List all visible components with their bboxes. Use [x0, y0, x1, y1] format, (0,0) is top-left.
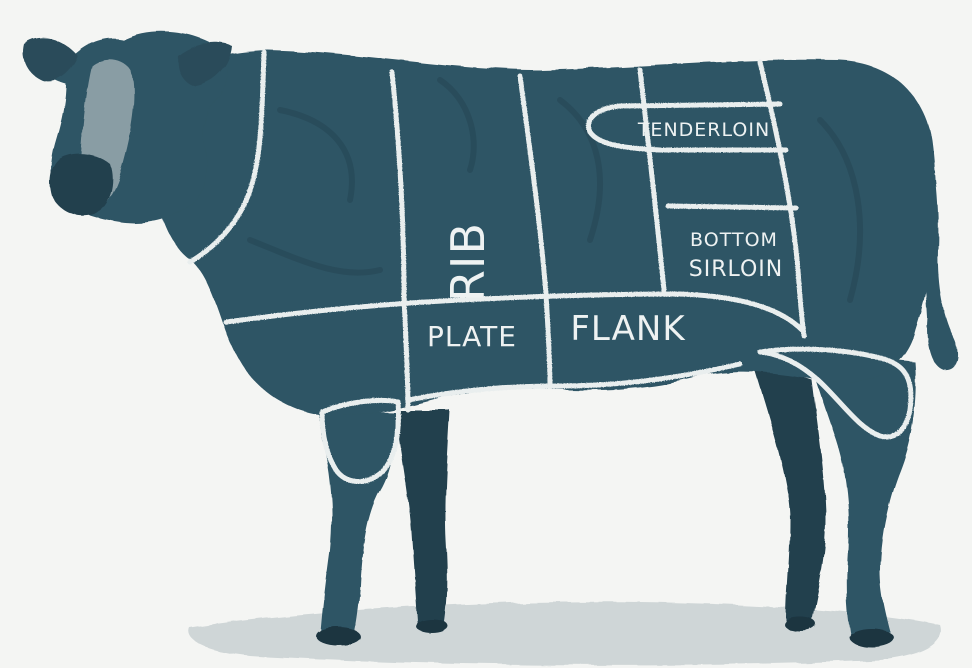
- hind-leg-far: [752, 360, 826, 624]
- hoof: [316, 627, 360, 645]
- front-leg-far: [395, 410, 450, 628]
- label-flank: FLANK: [570, 309, 686, 349]
- body: [118, 50, 936, 416]
- label-sirloin: SIRLOIN: [689, 257, 783, 282]
- label-bottom: BOTTOM: [690, 229, 778, 251]
- hoof: [416, 619, 448, 633]
- front-leg-near: [318, 410, 395, 640]
- bottom-sirloin-top: [668, 206, 796, 208]
- label-plate: PLATE: [427, 320, 517, 353]
- label-rib: RIB: [441, 222, 495, 302]
- ground-shadow: [189, 602, 941, 665]
- hoof: [784, 617, 816, 631]
- muzzle: [50, 154, 112, 216]
- label-tenderloin: TENDERLOIN: [637, 119, 770, 141]
- hoof: [850, 629, 894, 647]
